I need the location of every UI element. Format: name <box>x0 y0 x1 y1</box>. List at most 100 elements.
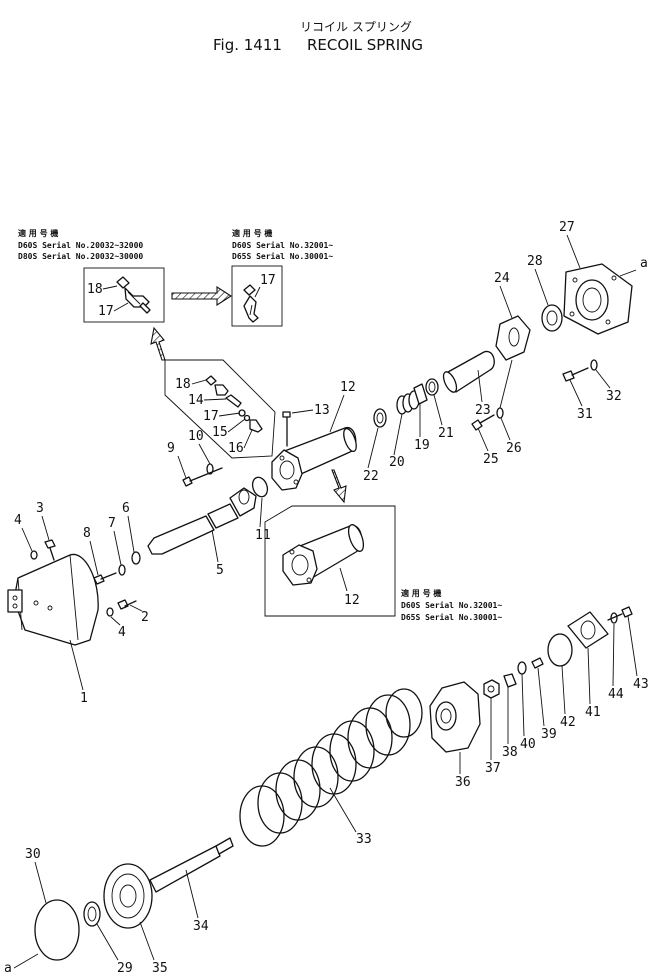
note3-line2: D65S Serial No.30001~ <box>401 612 502 622</box>
part-label-36: 36 <box>455 775 471 790</box>
housing-1 <box>7 553 99 646</box>
detail-outline <box>164 359 276 459</box>
cylinder-12-new <box>282 524 365 586</box>
bolt-13 <box>282 411 291 447</box>
inset-box-2 <box>231 265 283 327</box>
arrow-right <box>171 285 233 307</box>
part-label-19: 19 <box>414 438 430 453</box>
lock-38 <box>503 673 517 688</box>
figure-title: RECOIL SPRING <box>307 36 423 54</box>
part-label-15: 15 <box>212 425 228 440</box>
part-label-26: 26 <box>506 441 522 456</box>
part-label-11: 11 <box>255 528 271 543</box>
connector-a-bottom: a <box>4 961 12 976</box>
cylinder-12 <box>271 427 357 491</box>
part-label-8: 8 <box>83 526 91 541</box>
part-label-17c: 17 <box>203 409 219 424</box>
part-label-24: 24 <box>494 271 510 286</box>
part-label-17b: 17 <box>260 273 276 288</box>
part-label-9: 9 <box>167 441 175 456</box>
part-label-27: 27 <box>559 220 575 235</box>
part-label-32: 32 <box>606 389 622 404</box>
washer-4b <box>106 607 114 617</box>
ring-29 <box>83 901 101 927</box>
part-label-18a: 18 <box>87 282 103 297</box>
recoil-spring-33 <box>239 688 423 847</box>
part-label-12a: 12 <box>340 380 356 395</box>
grease-fitting-39 <box>531 657 544 669</box>
bolt-2 <box>117 599 137 610</box>
part-label-37: 37 <box>485 761 501 776</box>
ring-11 <box>251 476 269 498</box>
rod-5 <box>147 487 257 555</box>
inset-box-3 <box>264 505 396 617</box>
part-label-20: 20 <box>389 455 405 470</box>
part-label-1: 1 <box>80 691 88 706</box>
part-label-7: 7 <box>108 516 116 531</box>
part-label-5: 5 <box>216 563 224 578</box>
part-label-22: 22 <box>363 469 379 484</box>
grease-fitting-old <box>116 276 151 314</box>
part-label-10: 10 <box>188 429 204 444</box>
part-label-16: 16 <box>228 441 244 456</box>
part-label-31: 31 <box>577 407 593 422</box>
washer-7 <box>118 564 126 576</box>
part-label-43: 43 <box>633 677 649 692</box>
figure-number: Fig. 1411 <box>213 36 282 54</box>
bolt-9 <box>182 467 223 487</box>
part-label-42: 42 <box>560 715 576 730</box>
arrow-up <box>150 326 166 361</box>
title-japanese: リコイル スプリング <box>300 20 412 34</box>
plate-24 <box>495 315 531 361</box>
washer-40 <box>517 661 527 675</box>
bolt-31 <box>562 367 589 382</box>
bolt-8 <box>93 572 117 585</box>
washer-6 <box>131 551 141 565</box>
note2-line2: D65S Serial No.30001~ <box>232 251 333 261</box>
note3-heading: 適 用 号 機 <box>401 588 441 598</box>
note1-line2: D80S Serial No.20032~30000 <box>18 251 143 261</box>
tube-23 <box>442 350 495 393</box>
part-label-14: 14 <box>188 393 204 408</box>
note3-line1: D60S Serial No.32001~ <box>401 600 502 610</box>
part-label-3: 3 <box>36 501 44 516</box>
part-label-28: 28 <box>527 254 543 269</box>
inset-box-1 <box>83 267 165 323</box>
yoke-35 <box>103 863 153 929</box>
part-label-35: 35 <box>152 961 168 976</box>
part-label-40: 40 <box>520 737 536 752</box>
o-ring-42 <box>547 633 573 667</box>
part-label-18b: 18 <box>175 377 191 392</box>
cover-41 <box>567 611 609 649</box>
nut-37 <box>483 679 500 699</box>
part-label-6: 6 <box>122 501 130 516</box>
connector-a-top: a <box>640 256 648 271</box>
bearing-28 <box>541 304 563 332</box>
part-label-12b: 12 <box>344 593 360 608</box>
seal-22 <box>373 408 387 428</box>
ring-21 <box>425 378 439 396</box>
note1-line1: D60S Serial No.20032~32000 <box>18 240 143 250</box>
part-label-23: 23 <box>475 403 491 418</box>
bolt-43 <box>607 606 633 621</box>
washer-44 <box>610 612 618 624</box>
note2-heading: 適 用 号 機 <box>232 228 272 238</box>
part-label-29: 29 <box>117 961 133 976</box>
rod-34 <box>149 837 234 893</box>
bolt-3 <box>44 539 56 561</box>
part-label-2: 2 <box>141 610 149 625</box>
part-label-4a: 4 <box>14 513 22 528</box>
part-label-44: 44 <box>608 687 624 702</box>
part-label-33: 33 <box>356 832 372 847</box>
part-label-4b: 4 <box>118 625 126 640</box>
washer-4a <box>30 550 38 560</box>
grease-fitting-new <box>243 284 259 323</box>
part-label-34: 34 <box>193 919 209 934</box>
washer-26 <box>496 407 504 419</box>
part-label-39: 39 <box>541 727 557 742</box>
part-label-41: 41 <box>585 705 601 720</box>
part-label-30: 30 <box>25 847 41 862</box>
bolt-25 <box>471 414 495 431</box>
part-label-13: 13 <box>314 403 330 418</box>
